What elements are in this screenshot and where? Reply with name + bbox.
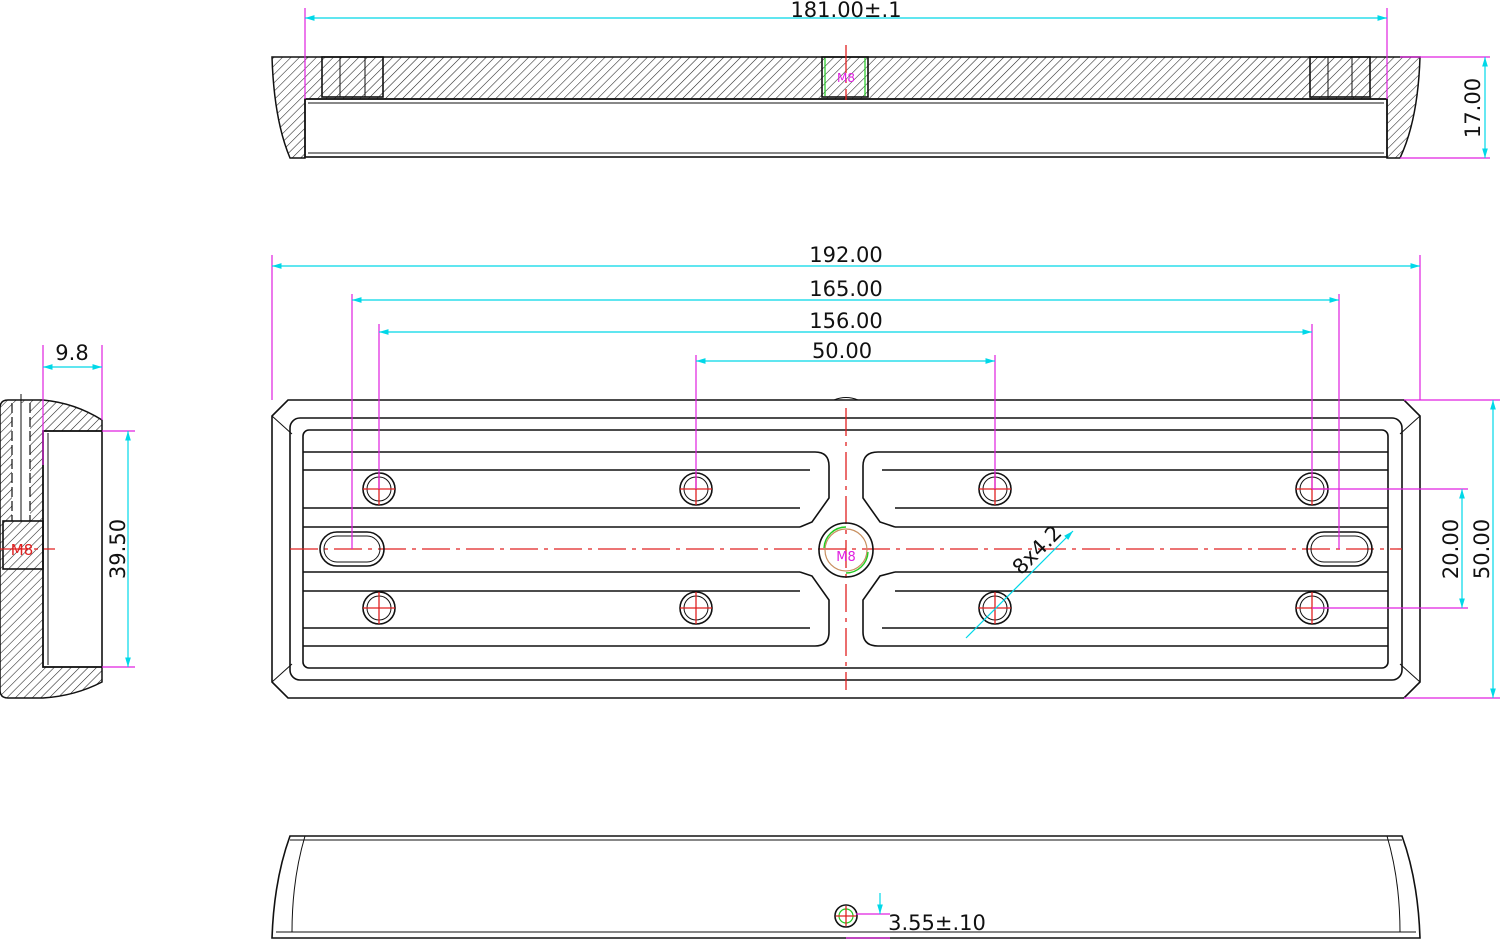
overall-length-dim: 192.00 [809, 243, 882, 267]
hole-callout: 8x4.2 [1008, 521, 1067, 580]
side-inner-width-dim: 39.50 [106, 519, 130, 579]
top-length-dim: 181.00±.1 [790, 0, 901, 22]
side-depth-dim: 9.8 [55, 341, 88, 365]
overall-width-dim: 50.00 [1470, 519, 1494, 579]
side-view: M8 9.8 39.50 [0, 341, 135, 699]
bottom-offset-dim: 3.55±.10 [888, 911, 986, 935]
slot-spacing-dim: 165.00 [809, 277, 882, 301]
side-thread-label: M8 [11, 541, 34, 559]
mounting-holes [362, 472, 1329, 625]
bottom-view: 3.55±.10 [271, 835, 1421, 939]
top-view: M8 181.00±.1 17.00 [271, 0, 1490, 159]
outer-hole-spacing-dim: 156.00 [809, 309, 882, 333]
hole-vertical-spacing-dim: 20.00 [1439, 519, 1463, 579]
inner-hole-spacing-dim: 50.00 [812, 339, 872, 363]
front-view: M8 192.00 165.00 156.00 50.00 20.00 50.0… [271, 243, 1500, 699]
top-thread-label: M8 [837, 71, 855, 85]
top-height-dim: 17.00 [1461, 78, 1485, 138]
center-thread-label: M8 [836, 550, 856, 565]
